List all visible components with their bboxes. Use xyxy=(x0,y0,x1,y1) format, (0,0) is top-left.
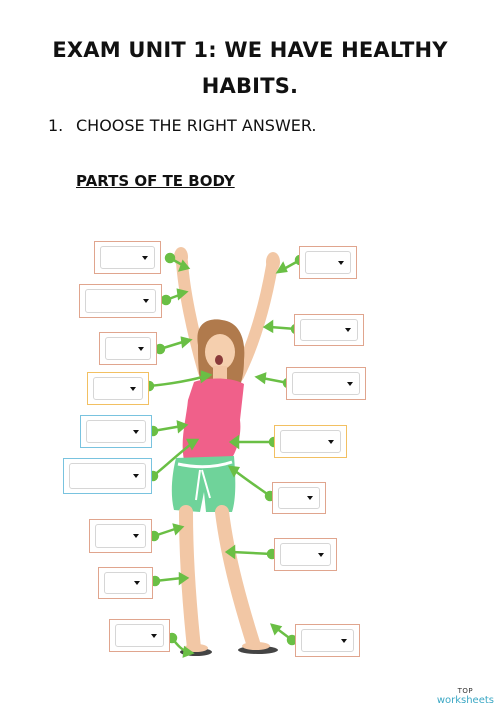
answer-dropdown-right-2[interactable] xyxy=(300,319,358,341)
answer-dropdown-left-1[interactable] xyxy=(100,246,155,269)
answer-dropdown-left-2[interactable] xyxy=(85,289,156,313)
chevron-down-icon xyxy=(318,552,324,557)
answer-slot-right-6 xyxy=(274,538,337,571)
answer-dropdown-left-8[interactable] xyxy=(104,572,147,594)
answer-dropdown-right-6[interactable] xyxy=(280,543,331,566)
chevron-down-icon xyxy=(151,633,157,638)
instruction: 1. CHOOSE THE RIGHT ANSWER. xyxy=(48,116,317,135)
girl-figure xyxy=(171,247,280,656)
arrow-left-1 xyxy=(164,252,191,272)
answer-dropdown-right-4[interactable] xyxy=(280,430,341,453)
chevron-down-icon xyxy=(347,381,353,386)
answer-dropdown-left-9[interactable] xyxy=(115,624,164,647)
chevron-down-icon xyxy=(345,328,351,332)
answer-slot-right-1 xyxy=(299,246,357,279)
answer-dropdown-left-5[interactable] xyxy=(86,420,146,443)
answer-slot-left-4 xyxy=(87,372,149,405)
section-heading: PARTS OF TE BODY xyxy=(76,172,235,190)
chevron-down-icon xyxy=(143,299,149,303)
brand-line1: TOP xyxy=(457,687,474,695)
chevron-down-icon xyxy=(142,255,148,260)
answer-slot-right-4 xyxy=(274,425,347,458)
answer-slot-right-5 xyxy=(272,482,326,514)
answer-slot-left-9 xyxy=(109,619,170,652)
arrow-left-8 xyxy=(149,571,190,587)
answer-dropdown-left-6[interactable] xyxy=(69,463,146,489)
answer-slot-left-7 xyxy=(89,519,152,553)
chevron-down-icon xyxy=(138,346,144,351)
answer-slot-left-2 xyxy=(79,284,162,318)
chevron-down-icon xyxy=(133,534,139,538)
chevron-down-icon xyxy=(130,386,136,391)
answer-slot-left-8 xyxy=(98,567,153,599)
answer-slot-right-7 xyxy=(295,624,360,657)
page-title: EXAM UNIT 1: WE HAVE HEALTHY HABITS. xyxy=(52,38,448,98)
chevron-down-icon xyxy=(134,581,140,585)
arrow-left-2 xyxy=(160,288,189,306)
answer-dropdown-right-3[interactable] xyxy=(292,372,360,395)
chevron-down-icon xyxy=(341,638,347,643)
instruction-text: CHOOSE THE RIGHT ANSWER. xyxy=(76,116,317,135)
arrow-left-3 xyxy=(154,336,193,355)
chevron-down-icon xyxy=(307,496,313,500)
answer-dropdown-left-3[interactable] xyxy=(105,337,151,360)
arrow-left-5 xyxy=(147,420,189,437)
answer-dropdown-right-1[interactable] xyxy=(305,251,351,274)
answer-slot-right-3 xyxy=(286,367,366,400)
answer-slot-left-6 xyxy=(63,458,152,494)
answer-dropdown-left-7[interactable] xyxy=(95,524,146,548)
answer-dropdown-right-7[interactable] xyxy=(301,629,354,652)
answer-slot-left-1 xyxy=(94,241,161,274)
chevron-down-icon xyxy=(133,474,139,478)
arrow-left-7 xyxy=(148,523,185,542)
answer-slot-left-5 xyxy=(80,415,152,448)
brand-line2: worksheets xyxy=(436,695,494,706)
chevron-down-icon xyxy=(338,260,344,265)
answer-slot-right-2 xyxy=(294,314,364,346)
arrow-right-4 xyxy=(228,434,280,450)
answer-slot-left-3 xyxy=(99,332,157,365)
chevron-down-icon xyxy=(328,439,334,444)
arrow-right-5 xyxy=(227,465,276,502)
chevron-down-icon xyxy=(133,429,139,434)
answer-dropdown-left-4[interactable] xyxy=(93,377,143,400)
arrow-right-6 xyxy=(224,544,278,560)
answer-dropdown-right-5[interactable] xyxy=(278,487,320,509)
brand-logo: TOP worksheets xyxy=(437,687,494,706)
arrow-left-9 xyxy=(166,632,195,658)
arrow-right-7 xyxy=(269,623,298,646)
instruction-number: 1. xyxy=(48,116,64,135)
